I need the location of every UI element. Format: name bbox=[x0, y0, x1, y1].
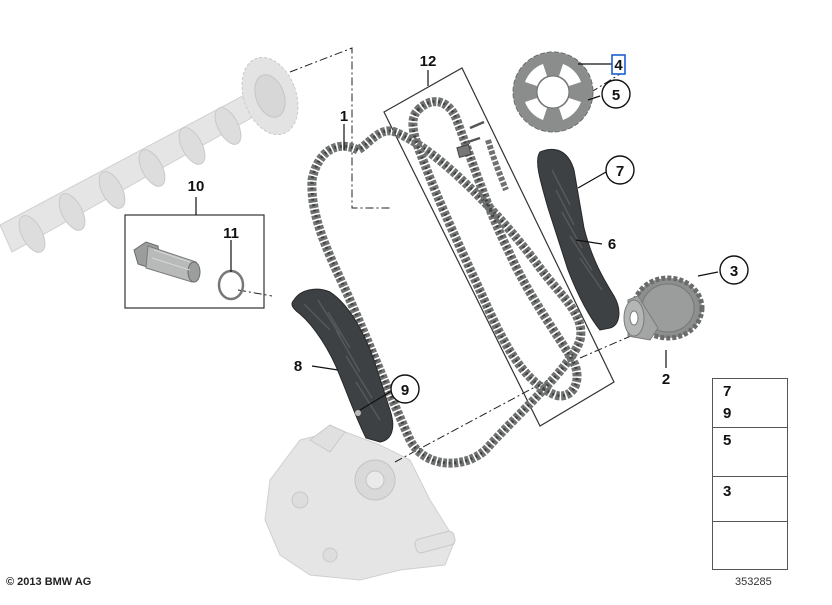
diagram-number: 353285 bbox=[735, 576, 772, 588]
callout-circles bbox=[390, 79, 749, 404]
legend-label-7: 7 bbox=[723, 383, 732, 400]
legend-row-7-9: 7 9 bbox=[713, 379, 787, 428]
callout-1[interactable]: 1 bbox=[340, 108, 348, 125]
tensioning-rail-6 bbox=[537, 148, 620, 331]
parts-10-11-frame bbox=[124, 214, 265, 309]
callout-2[interactable]: 2 bbox=[662, 371, 670, 388]
timing-chain-1 bbox=[307, 126, 586, 468]
callout-3[interactable]: 3 bbox=[730, 263, 738, 280]
callout-12[interactable]: 12 bbox=[420, 53, 437, 70]
camshaft-ghost bbox=[0, 56, 299, 253]
callout-5[interactable]: 5 bbox=[612, 87, 620, 104]
callout-4[interactable]: 4 bbox=[614, 57, 623, 74]
copyright-notice: © 2013 BMW AG bbox=[6, 576, 92, 588]
callout-6[interactable]: 6 bbox=[608, 236, 616, 253]
fuel-pump-ghost bbox=[264, 424, 456, 581]
legend-label-3: 3 bbox=[723, 483, 732, 500]
legend-label-9: 9 bbox=[723, 405, 732, 422]
camshaft-sprocket-4 bbox=[512, 51, 594, 133]
sprocket-3 bbox=[623, 275, 705, 341]
timing-chain-12 bbox=[408, 97, 582, 401]
chain-12-frame bbox=[383, 67, 615, 427]
callout-10[interactable]: 10 bbox=[188, 178, 205, 195]
callout-4-selection[interactable] bbox=[611, 54, 626, 75]
leader-lines bbox=[195, 63, 719, 411]
callout-7[interactable]: 7 bbox=[616, 163, 624, 180]
chain-tensioner-10 bbox=[133, 241, 201, 283]
legend-label-5: 5 bbox=[723, 432, 732, 449]
guide-rail-8 bbox=[291, 288, 394, 443]
callout-11[interactable]: 11 bbox=[223, 225, 239, 242]
legend-row-5: 5 bbox=[713, 428, 787, 477]
callout-8[interactable]: 8 bbox=[294, 358, 302, 375]
sealing-ring-11 bbox=[217, 269, 245, 301]
legend-row-3: 3 bbox=[713, 477, 787, 522]
callout-9[interactable]: 9 bbox=[401, 382, 409, 399]
fastener-legend: 7 9 5 3 bbox=[712, 378, 788, 570]
